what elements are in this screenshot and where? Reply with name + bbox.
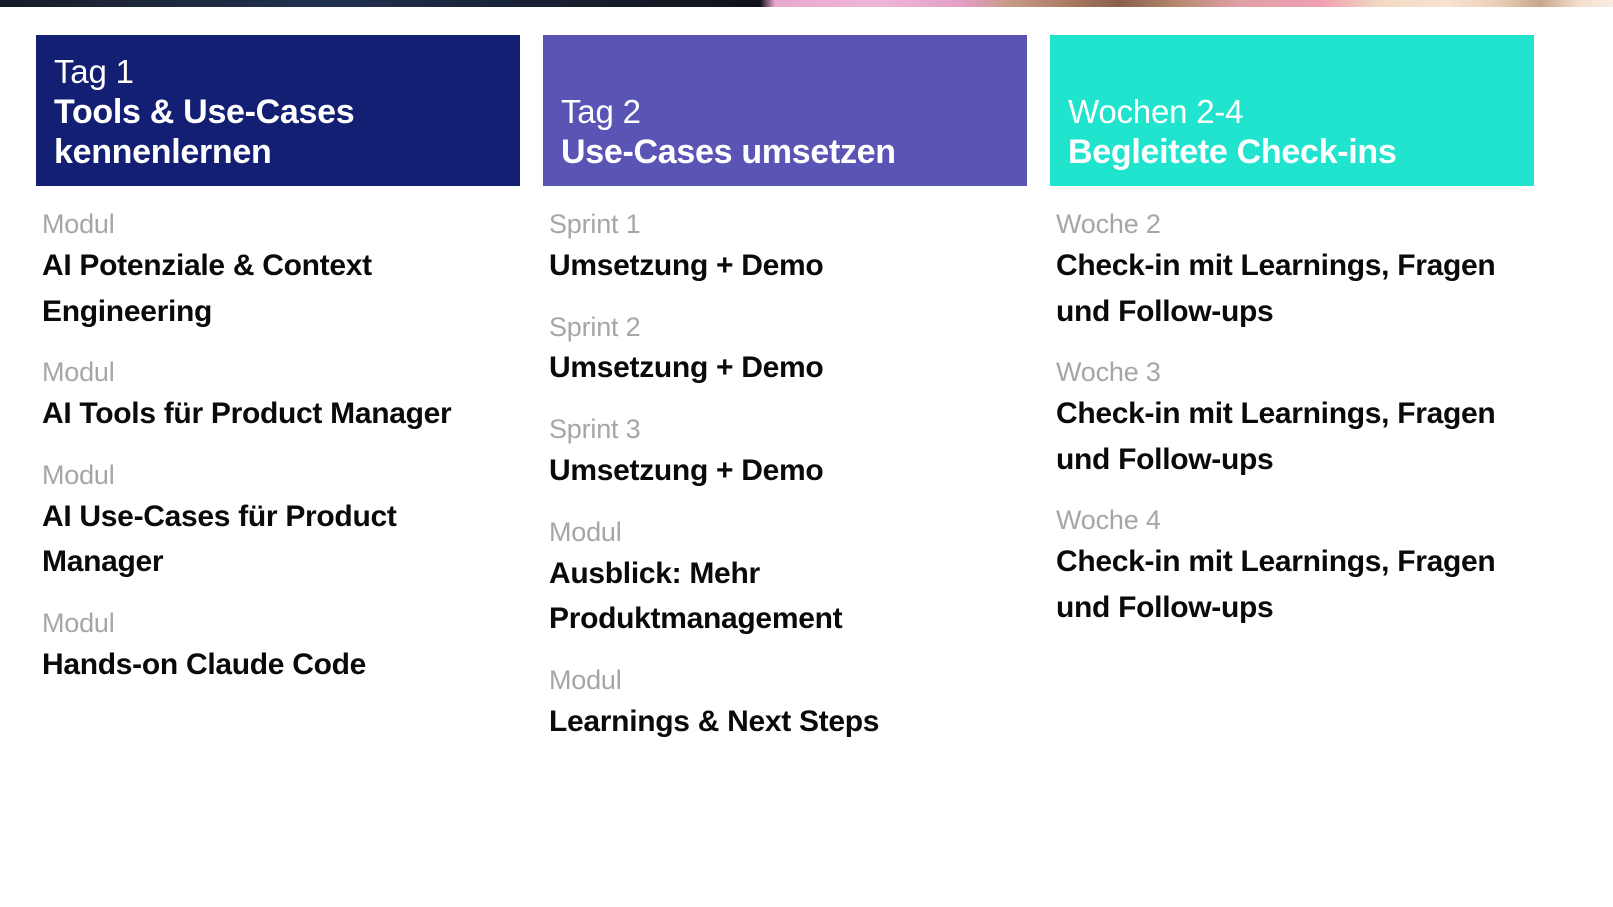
entry-value: AI Tools für Product Manager [42,397,452,431]
entry-value: Hands-on Claude Code [42,647,367,681]
entry-value: AI Potenziale & Context Engineering [42,248,372,328]
column-eyebrow: Tag 2 [561,92,641,130]
entry-label: Modul [42,607,115,638]
column-header-tag-2: Tag 2 Use-Cases umsetzen [543,35,1027,186]
column-body-tag-1: Modul AI Potenziale & Context Engineerin… [36,186,520,687]
entry-label: Modul [42,209,115,239]
column-eyebrow: Tag 1 [54,52,134,90]
entry-value: Check-in mit Learnings, Fragen und Follo… [1056,248,1496,328]
list-item: Woche 2 Check-in mit Learnings, Fragen u… [1056,208,1534,334]
list-item: Woche 4 Check-in mit Learnings, Fragen u… [1056,504,1534,630]
column-title: Use-Cases umsetzen [561,132,896,171]
entry-value: AI Use-Cases für Product Manager [42,499,397,579]
entry-value: Check-in mit Learnings, Fragen und Follo… [1056,545,1496,624]
column-title: Begleitete Check-ins [1068,132,1397,171]
list-item: Sprint 1 Umsetzung + Demo [549,208,1027,289]
entry-label: Modul [549,664,622,695]
list-item: Modul Learnings & Next Steps [549,664,1027,745]
curriculum-column-tag-1: Tag 1 Tools & Use-Cases kennenlernen Mod… [36,35,520,907]
entry-label: Woche 2 [1056,209,1161,239]
top-image-sliver [0,0,1613,7]
list-item: Sprint 2 Umsetzung + Demo [549,311,1027,392]
list-item: Woche 3 Check-in mit Learnings, Fragen u… [1056,356,1534,482]
column-body-wochen-2-4: Woche 2 Check-in mit Learnings, Fragen u… [1050,186,1534,630]
column-header-tag-1: Tag 1 Tools & Use-Cases kennenlernen [36,35,520,186]
entry-value: Umsetzung + Demo [549,454,824,487]
entry-label: Sprint 2 [549,311,641,342]
column-eyebrow: Wochen 2-4 [1068,92,1244,130]
entry-value: Umsetzung + Demo [549,351,824,385]
entry-label: Modul [549,516,622,547]
column-title: Tools & Use-Cases kennenlernen [54,92,355,171]
list-item: Modul AI Use-Cases für Product Manager [42,459,520,585]
entry-label: Woche 4 [1056,505,1161,536]
entry-value: Ausblick: Mehr Produktmanagement [549,556,843,636]
entry-label: Sprint 1 [549,209,641,239]
entry-label: Modul [42,357,115,388]
list-item: Modul Hands-on Claude Code [42,607,520,688]
curriculum-column-tag-2: Tag 2 Use-Cases umsetzen Sprint 1 Umsetz… [543,35,1027,907]
entry-value: Umsetzung + Demo [549,248,824,282]
entry-label: Sprint 3 [549,414,641,445]
entry-label: Woche 3 [1056,357,1161,388]
column-body-tag-2: Sprint 1 Umsetzung + Demo Sprint 2 Umset… [543,186,1027,744]
list-item: Sprint 3 Umsetzung + Demo [549,413,1027,494]
entry-value: Learnings & Next Steps [549,704,880,738]
list-item: Modul Ausblick: Mehr Produktmanagement [549,516,1027,642]
column-header-wochen-2-4: Wochen 2-4 Begleitete Check-ins [1050,35,1534,186]
list-item: Modul AI Tools für Product Manager [42,356,520,437]
entry-value: Check-in mit Learnings, Fragen und Follo… [1056,397,1496,476]
entry-label: Modul [42,459,115,490]
list-item: Modul AI Potenziale & Context Engineerin… [42,208,520,334]
curriculum-column-wochen-2-4: Wochen 2-4 Begleitete Check-ins Woche 2 … [1050,35,1534,907]
